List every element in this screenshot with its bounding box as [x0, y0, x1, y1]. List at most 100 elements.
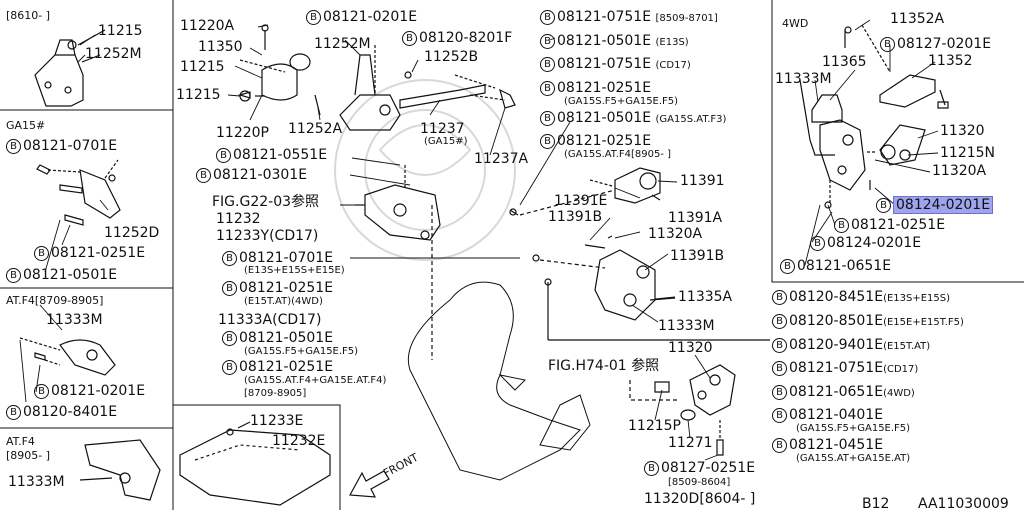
part-11333a: 11333A(CD17): [218, 312, 322, 328]
part-11333m-p3: 11333M: [46, 312, 103, 328]
note-8709-8905: [8709-8905]: [244, 388, 307, 399]
panel4-header: AT.F4: [6, 435, 35, 448]
bracket-11252m-small: [34, 29, 106, 107]
mount-11391: [509, 167, 770, 341]
part-11237-note: (GA15#): [424, 136, 468, 147]
part-11320a-4wd: 11320A: [932, 163, 987, 179]
fig-g22-03-ref: FIG.G22-03参照: [212, 194, 320, 210]
mount-11320: [629, 364, 736, 456]
watermark: [334, 79, 516, 261]
part-11252a: 11252A: [288, 121, 343, 137]
panel6-header: 4WD: [782, 17, 809, 30]
note-e13s-e15s-e15e: (E13S+E15S+E15E): [244, 265, 345, 276]
bracket-11333m-905: [79, 439, 161, 501]
part-11252m-c: 11252M: [314, 36, 371, 52]
engine-outline: [407, 281, 591, 481]
bolt-variant-note: (GA15S.AT+GA15E.AT): [796, 453, 911, 464]
part-11333m-p4: 11333M: [8, 474, 65, 490]
panel4-header2: [8905- ]: [6, 449, 51, 462]
part-11320-4wd: 11320: [940, 123, 985, 139]
part-11320-m: 11320: [668, 340, 713, 356]
part-11391b-2: 11391B: [670, 248, 725, 264]
part-11350: 11350: [198, 39, 243, 55]
figure-reference: AA11030009: [918, 496, 1009, 510]
note-e15t-at-4wd: (E15T.AT)(4WD): [244, 296, 323, 307]
note-r6: (GA15S.AT.F4[8905- ]: [564, 149, 672, 160]
bracket-11252d: [36, 159, 121, 226]
part-11335a: 11335A: [678, 289, 733, 305]
part-11220a: 11220A: [180, 18, 235, 34]
part-11215p: 11215P: [628, 418, 681, 434]
part-11333m-4wd: 11333M: [775, 71, 832, 87]
part-11220p: 11220P: [216, 125, 269, 141]
page-code: B12: [862, 496, 890, 510]
note-ga15s-at-f4: (GA15S.AT.F4+GA15E.AT.F4): [244, 375, 387, 386]
part-11252d: 11252D: [104, 225, 160, 241]
part-11391b: 11391A: [668, 210, 723, 226]
part-11215n: 11215N: [940, 145, 996, 161]
part-11215-c2: 11215: [176, 87, 221, 103]
bolt-variant-note: (GA15S.F5+GA15E.F5): [796, 423, 911, 434]
center-bracket-11232: [355, 165, 441, 360]
part-11215-p1: 11215: [98, 23, 143, 39]
part-11252b: 11252B: [424, 49, 479, 65]
part-11391e: 11391E: [554, 193, 608, 209]
note-r4: (GA15S.F5+GA15E.F5): [564, 96, 679, 107]
part-11237: 11237: [420, 121, 465, 137]
part-11252m-p1: 11252M: [85, 46, 142, 62]
mount-4wd-assembly: [799, 24, 949, 209]
bracket-11333m-at: [19, 337, 116, 376]
part-11333m-m: 11333M: [658, 318, 715, 334]
part-11352: 11352: [928, 53, 973, 69]
part-11391: 11391: [680, 173, 725, 189]
part-11352a: 11352A: [890, 11, 945, 27]
part-11320a-m: 11320A: [648, 226, 703, 242]
front-arrow-icon: [349, 470, 390, 498]
part-11271: 11271: [668, 435, 713, 451]
part-11237a: 11237A: [474, 151, 529, 167]
part-11215-c: 11215: [180, 59, 225, 75]
part-11233e: 11233E: [250, 413, 304, 429]
part-11233y: 11233Y(CD17): [216, 228, 319, 244]
part-11320d: 11320D[8604- ]: [644, 491, 756, 507]
center-mount-assembly: [237, 24, 516, 131]
part-11391a: 11391B: [548, 209, 603, 225]
panel2-header: GA15#: [6, 119, 46, 132]
note-ga15s-f5-c: (GA15S.F5+GA15E.F5): [244, 346, 359, 357]
heat-shield: [179, 421, 331, 506]
part-11232-c: 11232: [216, 211, 261, 227]
